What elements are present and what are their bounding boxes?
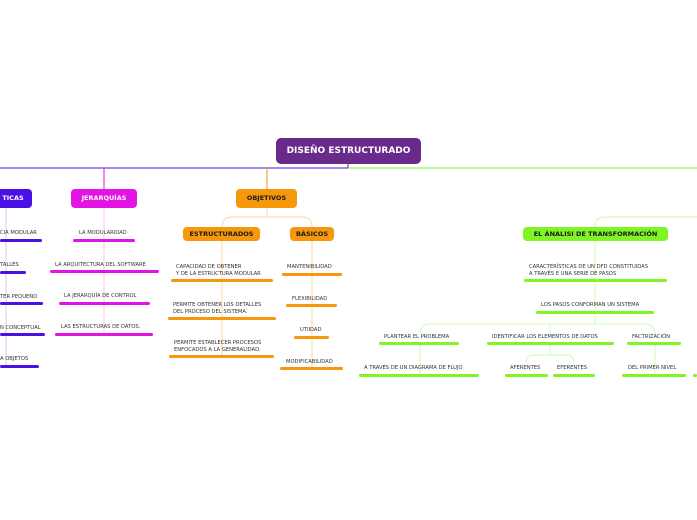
basicos-label: BÁSICOS <box>295 230 329 238</box>
blue-item-bar <box>0 271 26 274</box>
basicos-item: MODIFICABILIDAD <box>286 359 333 365</box>
green-fork <box>419 323 656 335</box>
green-identificar-fork <box>525 345 575 364</box>
basicos-item: UTIIDAD <box>300 327 322 333</box>
plantear-item: PLANTEAR EL PROBLEMA <box>384 334 450 340</box>
blue-item: N CONCEPTUAL <box>0 325 41 331</box>
analisis-node[interactable]: EL ÁNALISI DE TRANSFORMACIÓN <box>523 227 668 241</box>
basicos-item-bar <box>282 273 342 276</box>
eferentes-item: EFERENTES <box>557 365 588 371</box>
factorizacion-item: FACTRIZACIÓN <box>632 334 671 340</box>
plantear-bar <box>379 342 459 345</box>
basicos-item-bar <box>286 304 337 307</box>
jerarquias-label: JERARQUÍAS <box>81 194 127 202</box>
estructurados-item-line: DEL PROCESO DEL SISTEMA. <box>173 309 248 315</box>
identificar-item: IDENTIFICAR LOS ELEMENTOS DE DATOS <box>492 334 598 340</box>
blue-item-bar <box>0 239 42 242</box>
basicos-item: MANTENIBILIDAD <box>287 264 332 270</box>
blue-item-bar <box>0 333 45 336</box>
estructurados-item-line: PERMITE ESTABLECER PROCESOS <box>174 340 262 346</box>
caracteristicas-label: TICAS <box>2 194 24 202</box>
eferentes-bar <box>553 374 595 377</box>
primer-nivel-bar <box>622 374 686 377</box>
analisis-caracteristicas: CARACTERÍSTICAS DE UN DFD CONSTITUIDAS A… <box>529 264 648 278</box>
magenta-item: LA JERARQUÍA DE CONTROL <box>64 293 137 299</box>
basicos-item-bar <box>280 367 343 370</box>
blue-item: A OBJETOS <box>0 356 29 362</box>
estructurados-item-line: Y DE LA ESTRUCTURA MODULAR <box>176 271 261 277</box>
diagrama-bar <box>359 374 479 377</box>
diagrama-item: A TRAVÉS DE UN DIAGRAMA DE FLUJO <box>364 365 463 371</box>
estructurados-item-bar <box>171 279 273 282</box>
magenta-item-bar <box>50 270 159 273</box>
basicos-item: FLEXIBILIDAD <box>292 296 328 302</box>
blue-item: TER PEQUEÑO <box>0 294 38 300</box>
estructurados-item-bar <box>169 355 274 358</box>
analisis-caracteristicas-bar <box>524 279 667 282</box>
blue-item-bar <box>0 302 43 305</box>
magenta-item-bar <box>73 239 135 242</box>
analisis-label: EL ÁNALISI DE TRANSFORMACIÓN <box>533 230 658 238</box>
green-drop <box>594 216 697 227</box>
basicos-item-bar <box>294 336 329 339</box>
offscreen-bar <box>693 374 697 377</box>
magenta-item: LAS ESTRUCTURAS DE DATOS. <box>61 324 141 330</box>
objetivos-node[interactable]: OBJETIVOS <box>236 189 297 208</box>
objetivos-label: OBJETIVOS <box>246 194 287 202</box>
magenta-item: LA MODULARIDAD <box>79 230 127 236</box>
aferentes-bar <box>505 374 548 377</box>
estructurados-item: CAPACIDAD DE OBTENER Y DE LA ESTRUCTURA … <box>176 264 261 278</box>
estructurados-item-line: PERMITE OBTENER LOS DETALLES <box>173 302 262 308</box>
identificar-bar <box>487 342 614 345</box>
estructurados-item-line: CAPACIDAD DE OBTENER <box>176 264 242 270</box>
primer-nivel-item: DEL PRIMER NIVEL <box>628 365 677 371</box>
blue-item: CIA MODULAR <box>0 230 37 236</box>
estructurados-label: ESTRUCTURADOS <box>189 230 254 238</box>
magenta-item-bar <box>55 333 153 336</box>
magenta-item: LA ARQUITECTURA DEL SOFTWARE <box>55 262 146 268</box>
trunk-blue <box>0 164 349 169</box>
factorizacion-bar <box>627 342 681 345</box>
magenta-item-bar <box>59 302 150 305</box>
jerarquias-node[interactable]: JERARQUÍAS <box>71 189 137 208</box>
pasos-bar <box>536 311 654 314</box>
estructurados-item-bar <box>168 317 276 320</box>
estructurados-item: PERMITE ESTABLECER PROCESOS ENFOCADOS A … <box>174 340 261 354</box>
aferentes-item: AFERENTES <box>510 365 541 371</box>
root-node[interactable]: DISEÑO ESTRUCTURADO <box>276 138 421 164</box>
blue-item-bar <box>0 365 39 368</box>
estructurados-item: PERMITE OBTENER LOS DETALLES DEL PROCESO… <box>173 302 261 316</box>
estructurados-node[interactable]: ESTRUCTURADOS <box>183 227 260 241</box>
root-label: DISEÑO ESTRUCTURADO <box>286 146 411 156</box>
analisis-caracteristicas-line: A TRAVÉS E UNA SERIE DE PASOS <box>529 271 617 277</box>
basicos-node[interactable]: BÁSICOS <box>290 227 334 241</box>
estructurados-item-line: ENFOCADOS A LA GENERALIDAD. <box>174 347 261 353</box>
caracteristicas-node[interactable]: TICAS <box>0 189 32 208</box>
pasos-item: LOS PASOS CONFORMAN UN SISTEMA <box>541 302 640 308</box>
orange-fork <box>221 207 313 228</box>
analisis-caracteristicas-line: CARACTERÍSTICAS DE UN DFD CONSTITUIDAS <box>529 264 649 270</box>
blue-item: TALLES <box>0 262 19 268</box>
